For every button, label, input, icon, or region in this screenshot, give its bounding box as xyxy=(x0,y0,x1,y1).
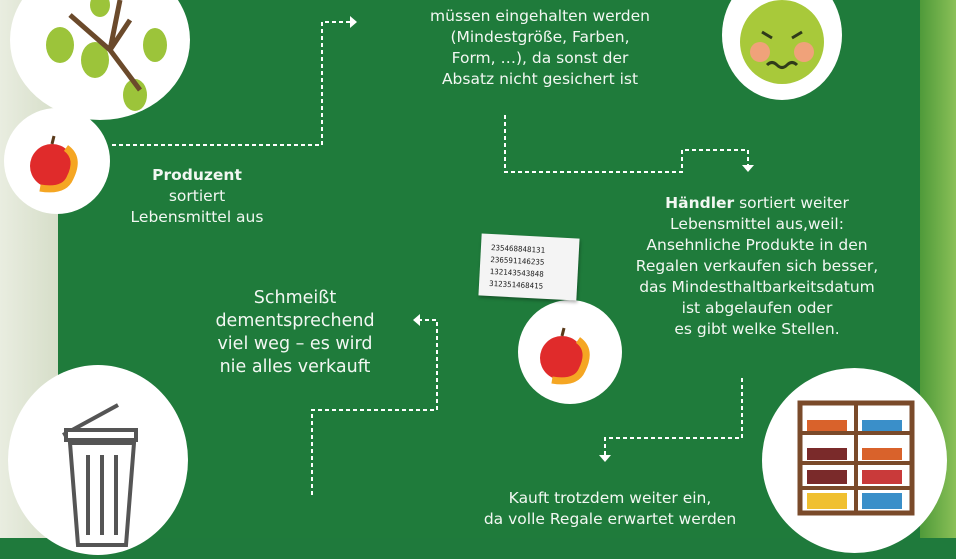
arrow-top-to-haendler xyxy=(504,115,749,173)
trash-circle xyxy=(8,365,188,555)
sick-face-icon xyxy=(740,0,824,84)
apple-circle-left xyxy=(4,108,110,214)
text-line: Kauft trotzdem weiter ein, xyxy=(508,489,712,507)
text-line: sortiert weiter xyxy=(734,194,849,212)
text-line: (Mindestgröße, Farben, xyxy=(450,28,630,46)
text-line: Absatz nicht gesichert ist xyxy=(441,70,639,88)
arrow-bottom-to-consumer xyxy=(311,319,438,495)
text-line: das Mindesthaltbarkeitsdatum xyxy=(639,278,875,296)
produzent-text: Produzent sortiert Lebensmittel aus xyxy=(112,165,282,228)
text-line: es gibt welke Stellen. xyxy=(674,320,840,338)
text-line: Lebensmittel aus,weil: xyxy=(670,215,844,233)
text-line: dementsprechend xyxy=(215,311,375,331)
consumer-text: Schmeißt dementsprechend viel weg – es w… xyxy=(190,287,400,379)
haendler-text: Händler sortiert weiter Lebensmittel aus… xyxy=(612,193,902,340)
text-line: Ansehnliche Produkte in den xyxy=(646,236,868,254)
store-shelf-icon xyxy=(797,400,915,516)
text-line: Form, …), da sonst der xyxy=(451,49,629,67)
apple-worm-icon xyxy=(30,135,78,193)
sick-face-circle xyxy=(722,0,842,100)
text-line: Regalen verkaufen sich besser, xyxy=(635,257,879,275)
text-line: ist abgelaufen oder xyxy=(681,299,833,317)
shelf-circle xyxy=(762,368,947,553)
text-line: müssen eingehalten werden xyxy=(430,7,650,25)
apple-circle-middle xyxy=(518,300,622,404)
text-line: da volle Regale erwartet werden xyxy=(483,510,737,528)
apple-worm-icon xyxy=(540,327,590,385)
text-line: Lebensmittel aus xyxy=(130,208,264,226)
produzent-heading: Produzent xyxy=(152,166,242,184)
arrow-haendler-to-bottom xyxy=(604,378,743,455)
flow-arrows xyxy=(112,16,754,495)
trash-can-icon xyxy=(62,403,138,547)
branch-circle xyxy=(10,0,190,120)
text-line: viel weg – es wird xyxy=(217,334,373,354)
haendler-heading: Händler xyxy=(665,194,735,212)
text-line: nie alles verkauft xyxy=(219,357,371,377)
leaf-branch-icon xyxy=(46,0,167,111)
text-line: Schmeißt xyxy=(253,288,337,308)
best-before-label: 235468848131 236591146235 132143543848 3… xyxy=(478,233,580,301)
bottom-text: Kauft trotzdem weiter ein, da volle Rega… xyxy=(450,488,770,530)
arrow-produzent-to-top xyxy=(112,21,350,146)
top-text: müssen eingehalten werden (Mindestgröße,… xyxy=(395,6,685,90)
text-line: sortiert xyxy=(168,187,226,205)
